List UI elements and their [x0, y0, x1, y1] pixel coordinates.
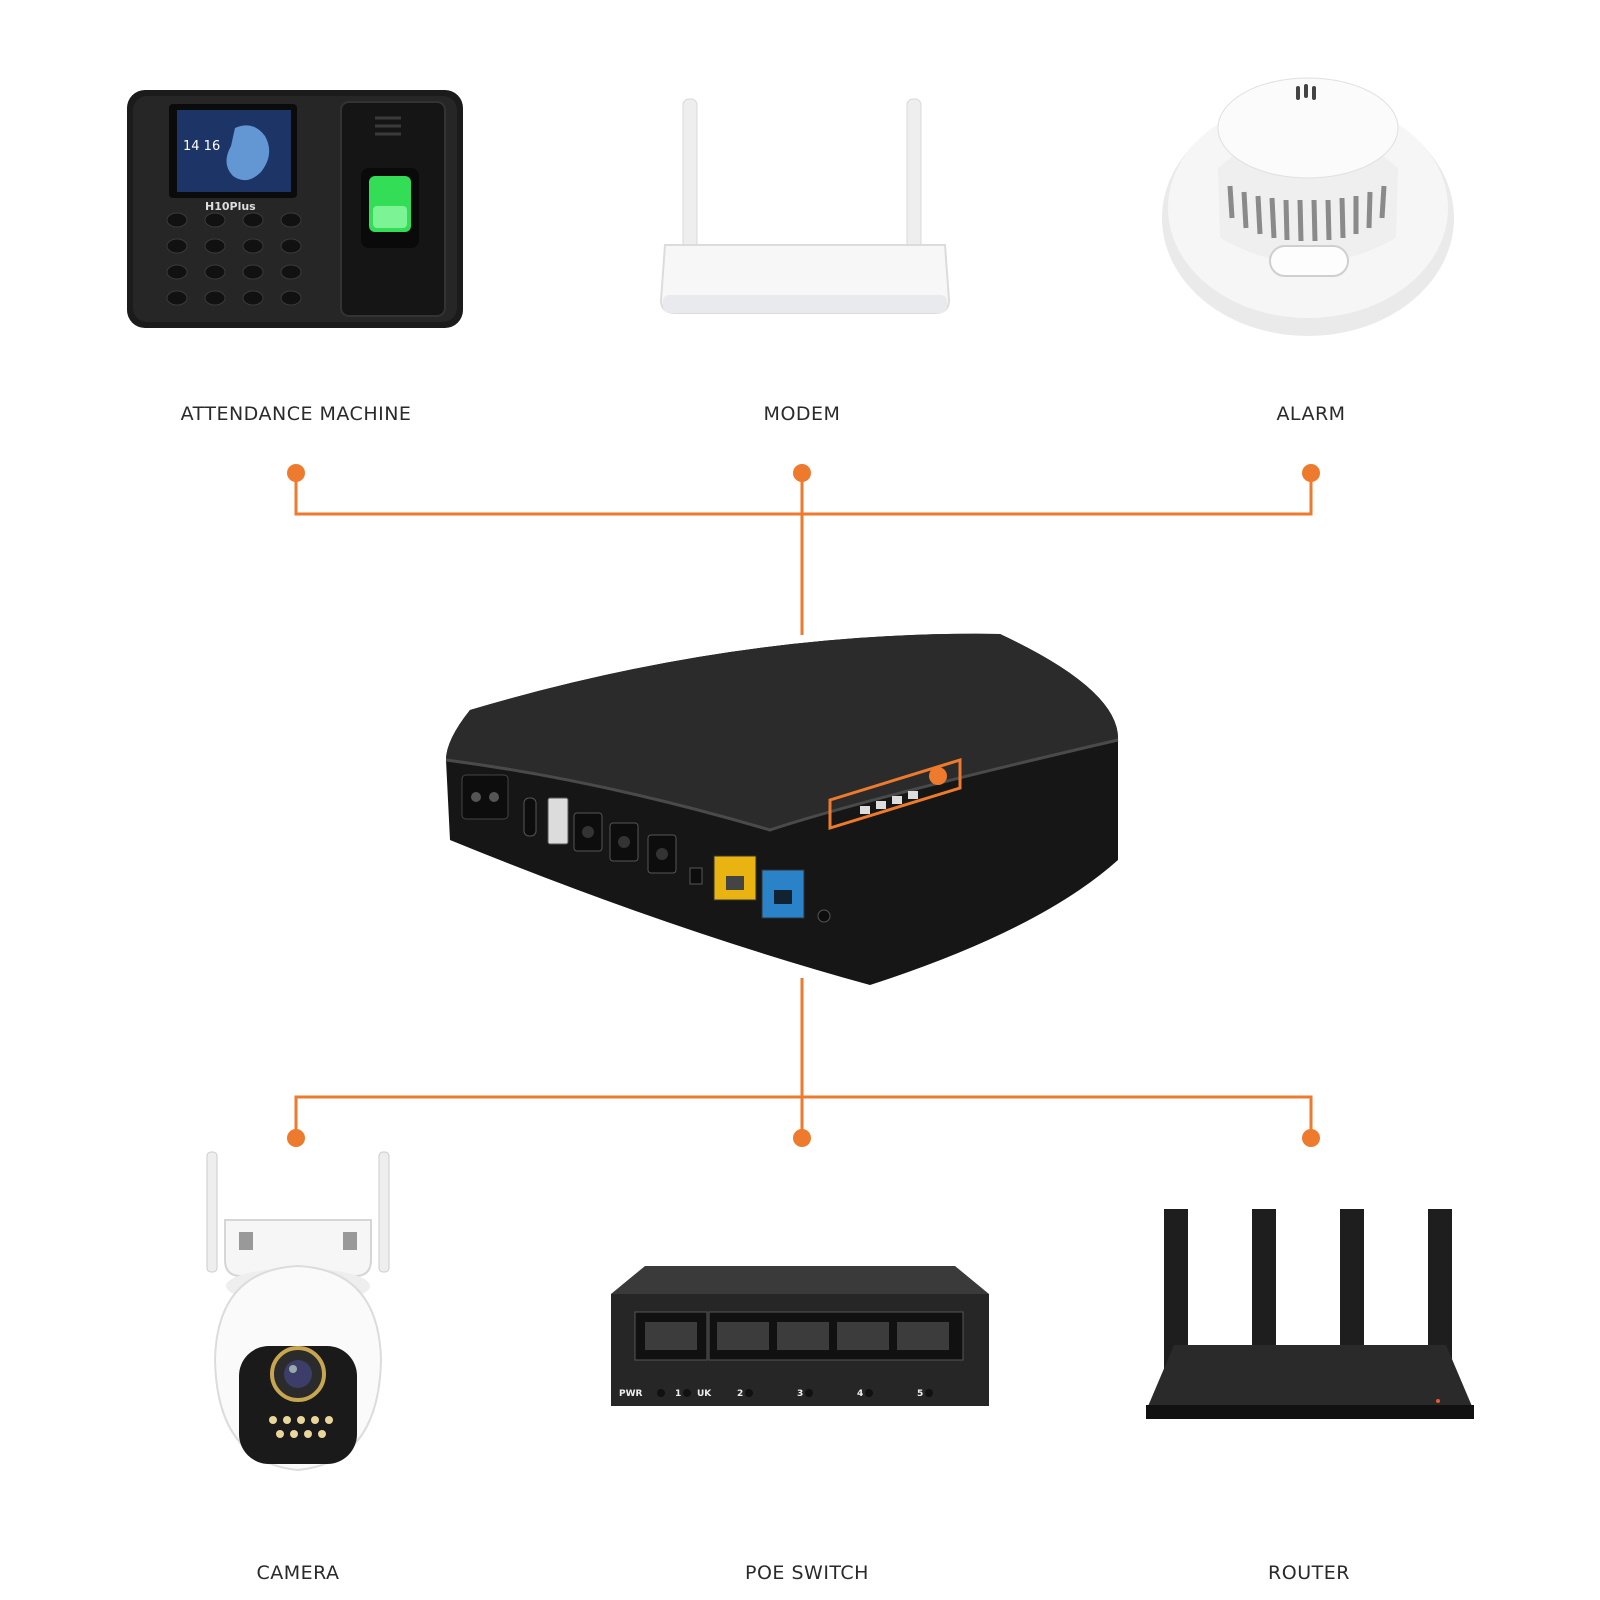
poe-port-label-uk: UK	[697, 1389, 712, 1399]
attendance-machine-icon: 14 16 H10Plus	[127, 90, 463, 328]
camera-label: CAMERA	[256, 1562, 340, 1584]
smoke-alarm-icon	[1162, 77, 1454, 336]
poe-pwr-label: PWR	[619, 1389, 643, 1399]
attendance-machine-label: ATTENDANCE MACHINE	[180, 403, 412, 425]
connector-dot-router	[1302, 1129, 1320, 1147]
router-icon	[1146, 1209, 1474, 1419]
connector-dot-modem	[793, 464, 811, 482]
attendance-screen-time: 14 16	[183, 139, 220, 154]
connector-dot-attendance	[287, 464, 305, 482]
modem-icon	[659, 98, 951, 314]
connector-dot-alarm	[1302, 464, 1320, 482]
mini-ups-icon	[445, 633, 1119, 985]
attendance-model-label: H10Plus	[205, 200, 256, 213]
alarm-label: ALARM	[1276, 403, 1346, 425]
connector-dot-camera	[287, 1129, 305, 1147]
connector-dot-poe-switch	[793, 1129, 811, 1147]
poe-port-label-1: 1	[675, 1389, 681, 1399]
poe-port-label-3: 3	[797, 1389, 803, 1399]
poe-switch-label: POE SWITCH	[745, 1562, 869, 1584]
poe-port-label-2: 2	[737, 1389, 743, 1399]
modem-label: MODEM	[763, 403, 841, 425]
poe-switch-icon: PWR 1 UK 2 3 4 5	[611, 1266, 989, 1406]
poe-port-label-5: 5	[917, 1389, 923, 1399]
router-label: ROUTER	[1268, 1562, 1350, 1584]
poe-port-label-4: 4	[857, 1389, 863, 1399]
camera-icon	[206, 1151, 390, 1472]
